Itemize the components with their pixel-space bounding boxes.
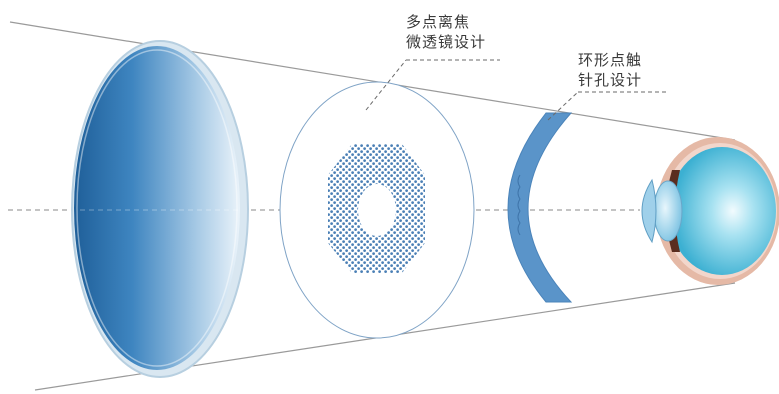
multipoint-defocus-line1: 多点离焦 bbox=[406, 13, 471, 31]
clear-center-zone bbox=[358, 184, 396, 236]
lens-disc-icon bbox=[71, 40, 249, 378]
eye-icon bbox=[641, 137, 779, 285]
eye-cornea bbox=[641, 178, 657, 244]
microlens-disc-icon bbox=[279, 81, 475, 339]
eye-lens bbox=[653, 180, 683, 242]
eye-globe bbox=[668, 147, 776, 275]
ring-crescent-icon bbox=[507, 112, 573, 303]
top-boundary-line bbox=[9, 21, 736, 141]
multipoint-defocus-label: 多点离焦 微透镜设计 bbox=[406, 12, 486, 52]
ring-pinhole-label: 环形点触 针孔设计 bbox=[578, 50, 642, 90]
leader-line-multipoint bbox=[365, 59, 407, 111]
ring-pinhole-line2: 针孔设计 bbox=[578, 71, 643, 89]
ring-pinhole-line1: 环形点触 bbox=[578, 51, 643, 69]
multipoint-defocus-line2: 微透镜设计 bbox=[406, 33, 487, 51]
